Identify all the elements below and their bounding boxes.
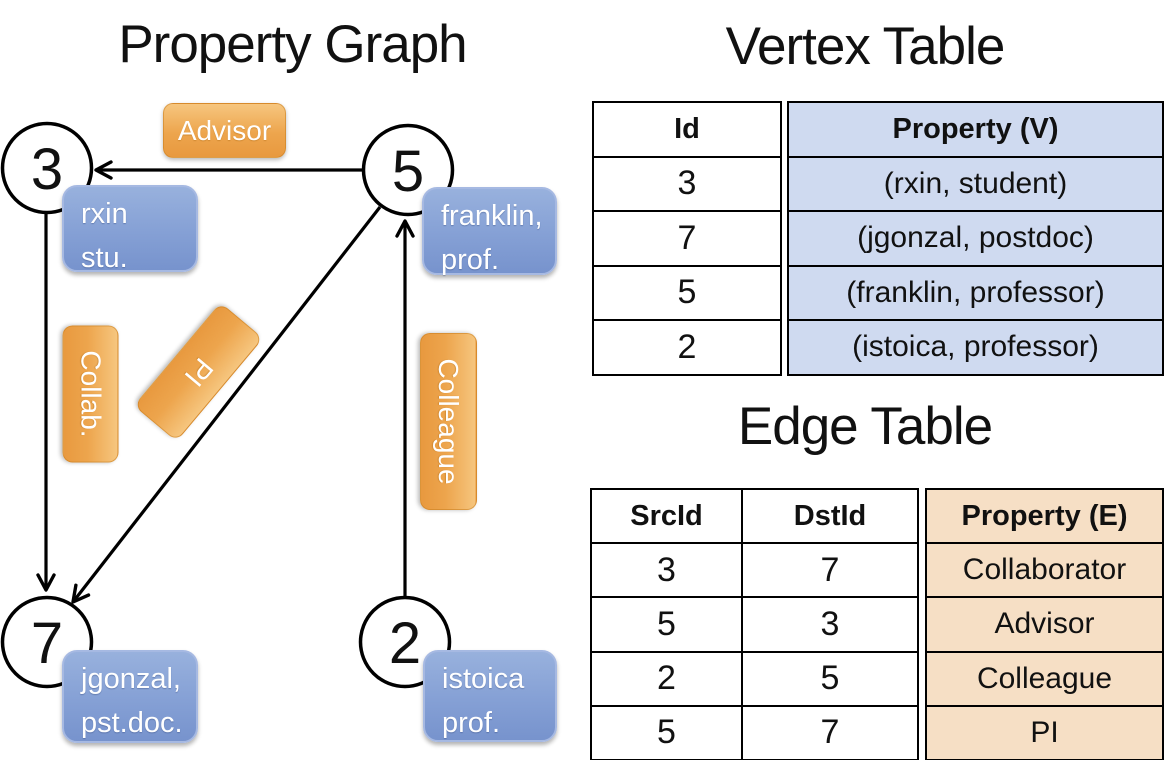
src-id-cell: 2: [590, 650, 743, 707]
src-id-cell: 5: [590, 704, 743, 760]
vertex-property-line: prof.: [441, 244, 500, 276]
vertex-property-line: franklin,: [441, 200, 543, 232]
vertex-property-cell: (istoica, professor): [787, 319, 1164, 376]
vertex-table-property-column: Property (V) (rxin, student) (jgonzal, p…: [787, 101, 1164, 376]
vertex-property-line: istoica: [442, 663, 525, 695]
vertex-id-cell: 3: [592, 155, 782, 212]
vertex-property-line: jgonzal,: [81, 663, 181, 695]
vertex-table: Id 3 7 5 2 Property (V) (rxin, student) …: [592, 101, 1164, 376]
edge-table-property-column: Property (E) Collaborator Advisor Collea…: [925, 487, 1164, 760]
edge-property-cell: Advisor: [925, 596, 1164, 653]
dst-id-cell: 7: [741, 542, 919, 599]
edge-label-collab: Collab.: [62, 325, 119, 463]
table-row: 3 7: [590, 542, 919, 599]
table-row: 2: [592, 319, 782, 376]
table-row: PI: [925, 704, 1164, 760]
vertex-property-box-7: jgonzal, pst.doc.: [62, 650, 198, 743]
edge-table-id-columns: SrcId DstId 3 7 5 3 2 5 5 7: [590, 487, 919, 760]
column-header: SrcId: [590, 487, 743, 545]
table-row: 5: [592, 264, 782, 321]
table-row: (jgonzal, postdoc): [787, 210, 1164, 267]
vertex-property-line: prof.: [442, 707, 501, 739]
src-id-cell: 5: [590, 596, 743, 653]
vertex-property-line: pst.doc.: [81, 707, 183, 739]
dst-id-cell: 5: [741, 650, 919, 707]
column-header: Property (V): [787, 101, 1164, 158]
edge-table: SrcId DstId 3 7 5 3 2 5 5 7 Property (E): [590, 487, 1164, 760]
vertex-id-3: 3: [31, 137, 63, 202]
edge-label-colleague: Colleague: [420, 333, 477, 510]
dst-id-cell: 7: [741, 704, 919, 760]
edge-property-cell: Collaborator: [925, 542, 1164, 599]
vertex-table-title: Vertex Table: [725, 17, 1006, 76]
dst-id-cell: 3: [741, 596, 919, 653]
table-row: Advisor: [925, 596, 1164, 653]
table-row: 7: [592, 210, 782, 267]
vertex-id-5: 5: [392, 139, 424, 204]
vertex-property-line: rxin: [81, 198, 128, 230]
table-row: 5 3: [590, 596, 919, 653]
column-header: Id: [592, 101, 782, 158]
vertex-table-id-column: Id 3 7 5 2: [592, 101, 782, 376]
src-id-cell: 3: [590, 542, 743, 599]
edge-property-cell: Colleague: [925, 650, 1164, 707]
vertex-id-cell: 2: [592, 319, 782, 376]
table-row: (istoica, professor): [787, 319, 1164, 376]
property-graph-title: Property Graph: [118, 15, 467, 74]
edge-table-title: Edge Table: [737, 397, 993, 456]
vertex-id-2: 2: [389, 611, 421, 676]
vertex-property-box-2: istoica prof.: [423, 650, 557, 742]
column-header: DstId: [741, 487, 919, 545]
vertex-property-cell: (jgonzal, postdoc): [787, 210, 1164, 267]
edge-property-cell: PI: [925, 704, 1164, 760]
vertex-id-7: 7: [31, 611, 63, 676]
table-row: 3: [592, 155, 782, 212]
edge-label-advisor: Advisor: [163, 103, 286, 158]
table-row: (franklin, professor): [787, 264, 1164, 321]
vertex-property-box-3: rxin stu.: [62, 185, 198, 274]
vertex-property-cell: (rxin, student): [787, 155, 1164, 212]
vertex-property-box-5: franklin, prof.: [422, 187, 557, 276]
column-header: Property (E): [925, 487, 1164, 545]
vertex-id-cell: 7: [592, 210, 782, 267]
table-row: Collaborator: [925, 542, 1164, 599]
vertex-property-cell: (franklin, professor): [787, 264, 1164, 321]
vertex-id-cell: 5: [592, 264, 782, 321]
table-row: Colleague: [925, 650, 1164, 707]
table-row: 2 5: [590, 650, 919, 707]
edge-arrow-5-to-7: [71, 206, 382, 604]
table-row: (rxin, student): [787, 155, 1164, 212]
table-row: 5 7: [590, 704, 919, 760]
vertex-property-line: stu.: [81, 242, 128, 274]
